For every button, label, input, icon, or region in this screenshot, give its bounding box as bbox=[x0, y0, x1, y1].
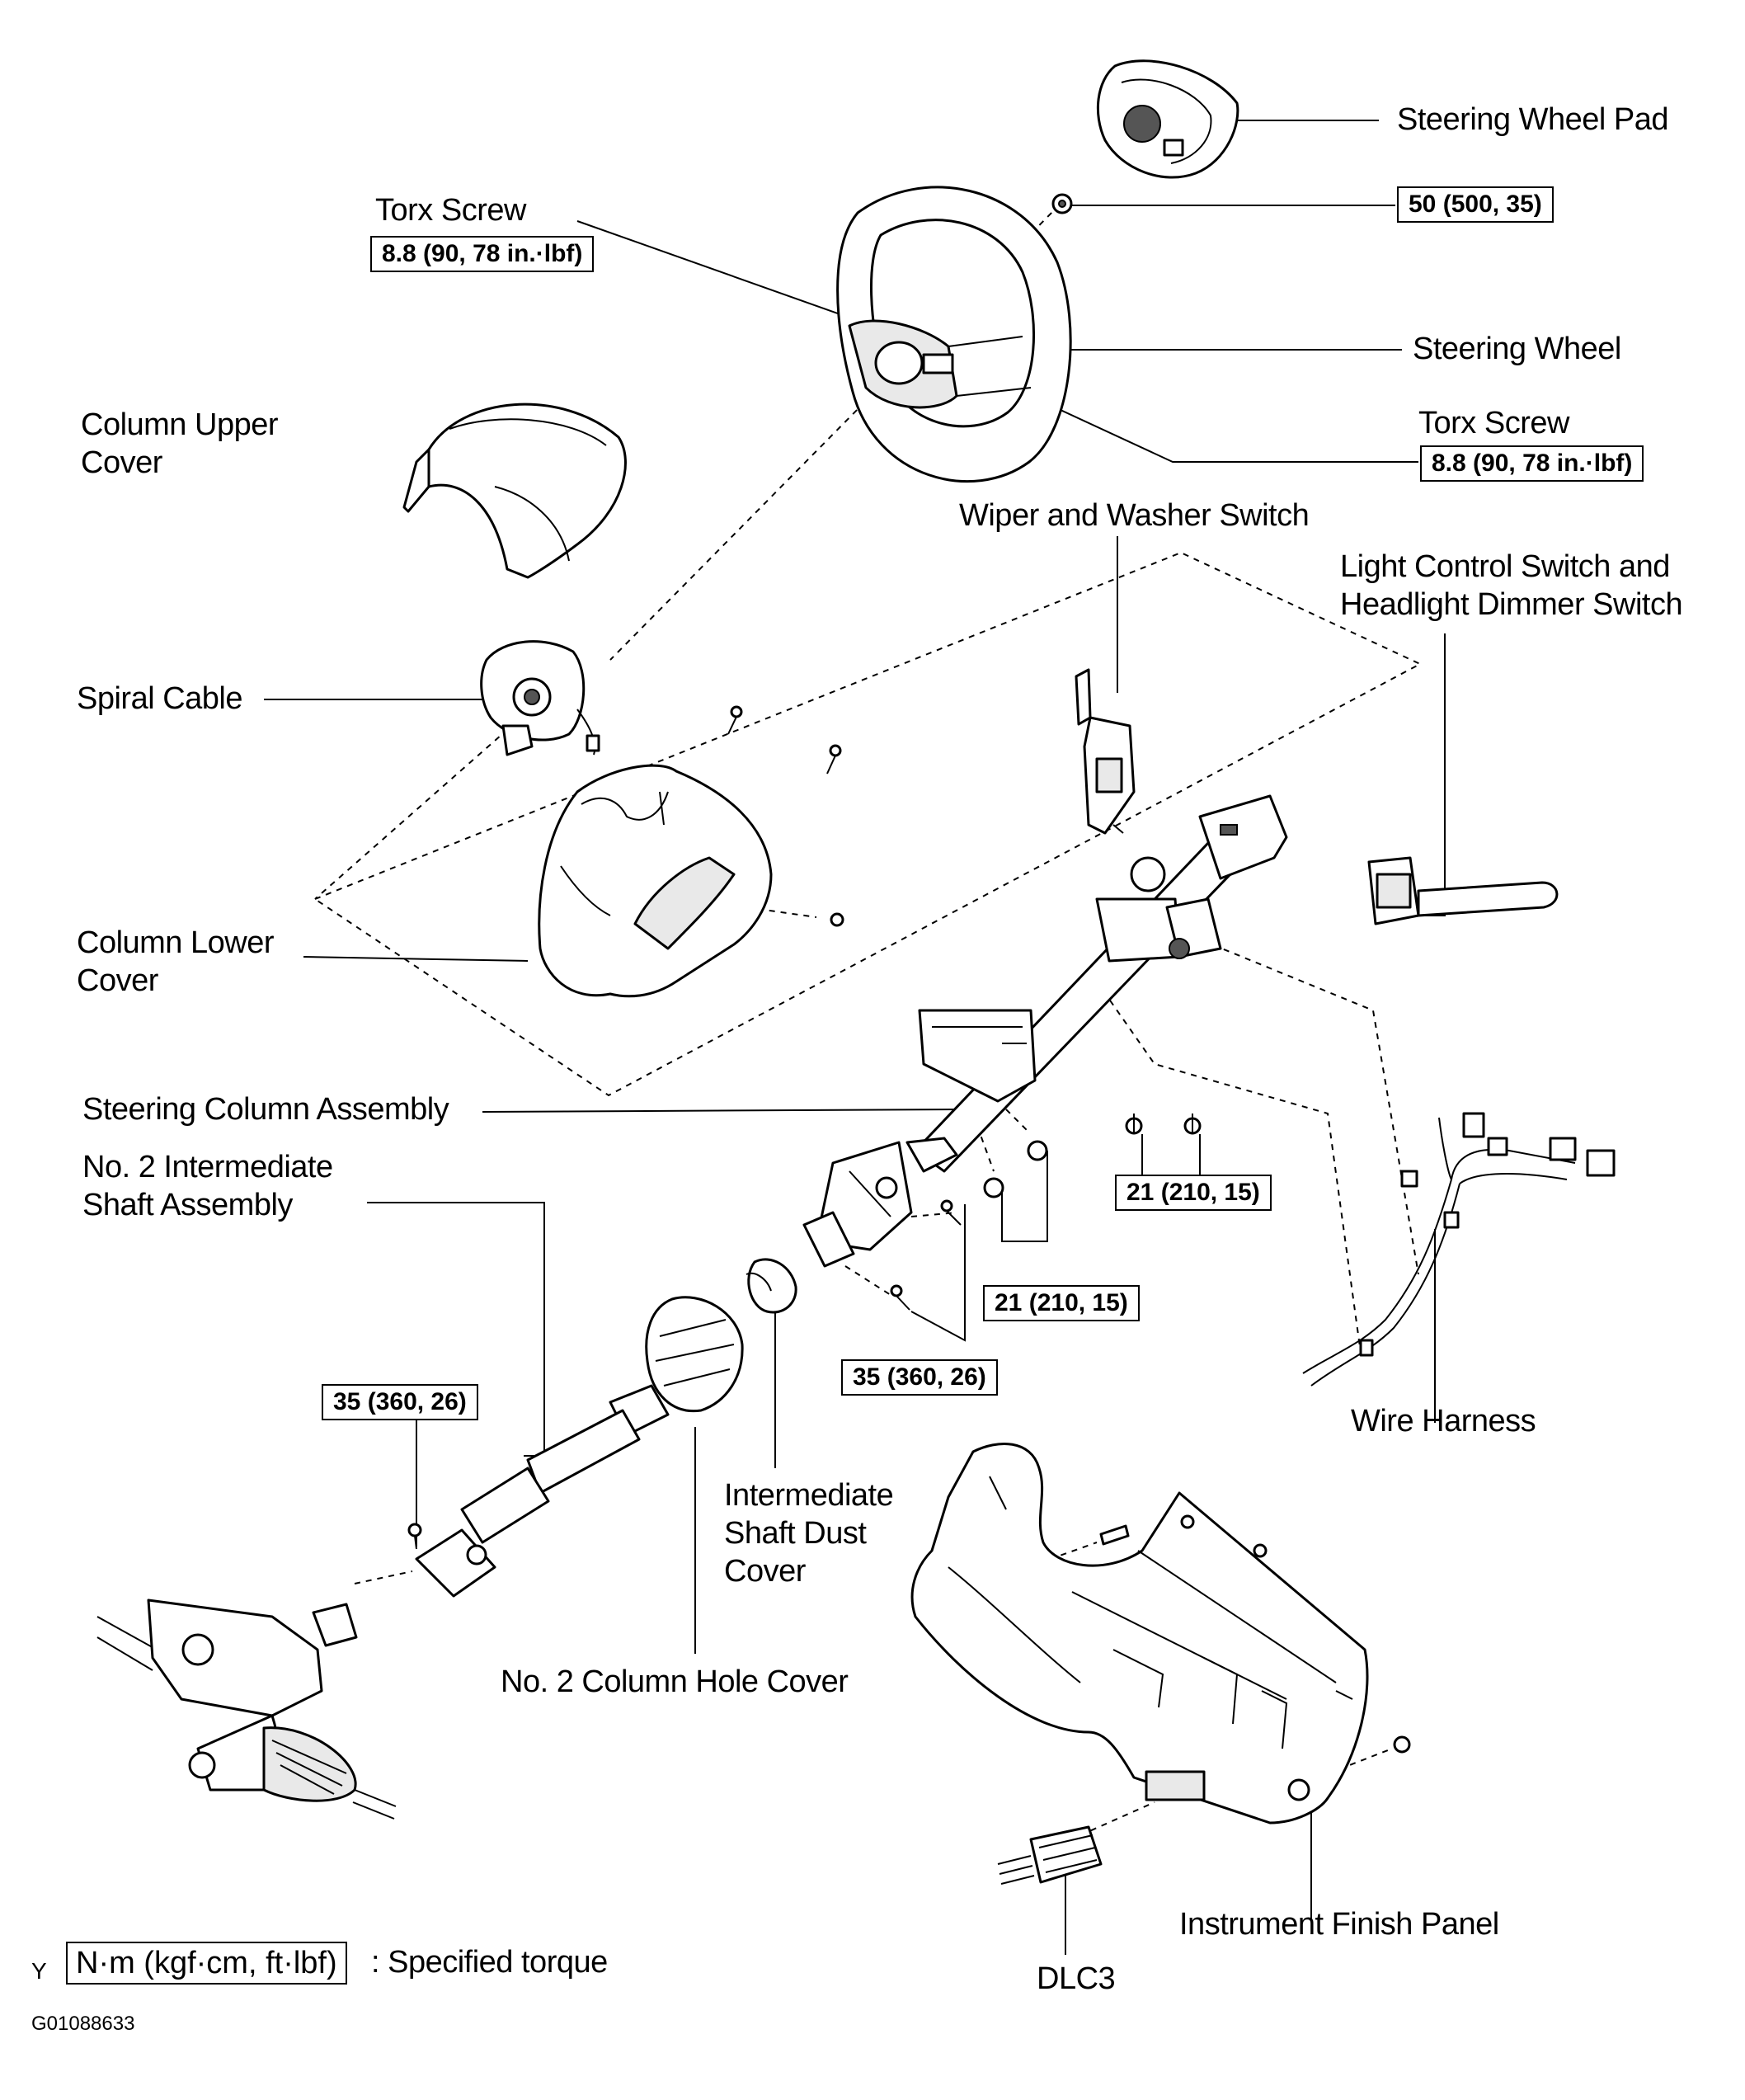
label-torx-screw-upper: Torx Screw bbox=[375, 193, 526, 228]
label-dust-cover-line1: Intermediate bbox=[724, 1478, 894, 1513]
label-column-lower-cover-line2: Cover bbox=[77, 963, 158, 998]
no2-column-hole-cover bbox=[645, 1296, 744, 1413]
label-column-upper-cover-line1: Column Upper bbox=[81, 407, 279, 442]
label-torx-screw-right: Torx Screw bbox=[1418, 406, 1569, 440]
wire-harness bbox=[1302, 1112, 1616, 1387]
label-dust-cover-line2: Shaft Dust bbox=[724, 1516, 867, 1551]
column-upper-cover bbox=[402, 403, 627, 579]
yoke-bolt bbox=[407, 1523, 422, 1550]
label-dlc3: DLC3 bbox=[1037, 1961, 1116, 1996]
legend-unit-box: N·m (kgf·cm, ft·lbf) bbox=[66, 1942, 347, 1985]
label-instrument-finish-panel: Instrument Finish Panel bbox=[1179, 1907, 1499, 1942]
lower-intermediate-shaft bbox=[415, 1384, 670, 1598]
steering-wheel bbox=[836, 186, 1072, 483]
label-steering-column-assembly: Steering Column Assembly bbox=[82, 1092, 449, 1127]
torque-yoke-bolt: 35 (360, 26) bbox=[322, 1384, 478, 1420]
steering-gear-housing bbox=[96, 1599, 397, 1820]
cover-screws bbox=[727, 705, 844, 927]
label-no2-intermediate-shaft-line1: No. 2 Intermediate bbox=[82, 1150, 333, 1184]
label-no2-column-hole-cover: No. 2 Column Hole Cover bbox=[501, 1664, 849, 1699]
torque-column-nuts: 21 (210, 15) bbox=[983, 1285, 1140, 1321]
torque-torx-upper: 8.8 (90, 78 in.·lbf) bbox=[370, 236, 595, 272]
spiral-cable bbox=[480, 640, 600, 756]
legend-description: : Specified torque bbox=[371, 1945, 608, 1980]
torque-column-bolts: 21 (210, 15) bbox=[1115, 1175, 1272, 1211]
label-spiral-cable: Spiral Cable bbox=[77, 681, 243, 716]
label-column-lower-cover-line1: Column Lower bbox=[77, 925, 275, 960]
instrument-finish-panel bbox=[910, 1443, 1369, 1825]
torque-pad-nut: 50 (500, 35) bbox=[1397, 186, 1554, 223]
steering-column-assembly bbox=[905, 794, 1288, 1173]
label-steering-wheel-pad: Steering Wheel Pad bbox=[1397, 102, 1668, 137]
label-light-control-switch-line2: Headlight Dimmer Switch bbox=[1340, 587, 1683, 622]
column-bolts bbox=[983, 1114, 1202, 1198]
label-column-upper-cover-line2: Cover bbox=[81, 445, 162, 480]
label-wiper-washer-switch: Wiper and Washer Switch bbox=[959, 498, 1310, 533]
label-light-control-switch-line1: Light Control Switch and bbox=[1340, 549, 1670, 584]
no2-intermediate-shaft bbox=[802, 1141, 913, 1268]
pad-nut bbox=[1051, 193, 1073, 214]
label-wire-harness: Wire Harness bbox=[1351, 1404, 1536, 1438]
column-lower-cover bbox=[538, 764, 773, 998]
steering-wheel-pad bbox=[1096, 59, 1239, 179]
shaft-bolts bbox=[890, 1199, 962, 1311]
torque-torx-right: 8.8 (90, 78 in.·lbf) bbox=[1420, 445, 1644, 482]
light-control-switch bbox=[1367, 856, 1559, 925]
wiper-washer-switch bbox=[1075, 668, 1136, 835]
label-steering-wheel: Steering Wheel bbox=[1413, 332, 1621, 366]
figure-id: G01088633 bbox=[31, 2013, 135, 2035]
intermediate-shaft-dust-cover bbox=[746, 1258, 797, 1314]
label-dust-cover-line3: Cover bbox=[724, 1554, 806, 1589]
leader-lines bbox=[264, 120, 1446, 1955]
dlc3-connector bbox=[997, 1825, 1103, 1885]
corner-mark: Y bbox=[31, 1958, 47, 1984]
label-no2-intermediate-shaft-line2: Shaft Assembly bbox=[82, 1188, 293, 1222]
panel-screws bbox=[1099, 1514, 1411, 1754]
torque-shaft-bolts: 35 (360, 26) bbox=[841, 1359, 998, 1396]
